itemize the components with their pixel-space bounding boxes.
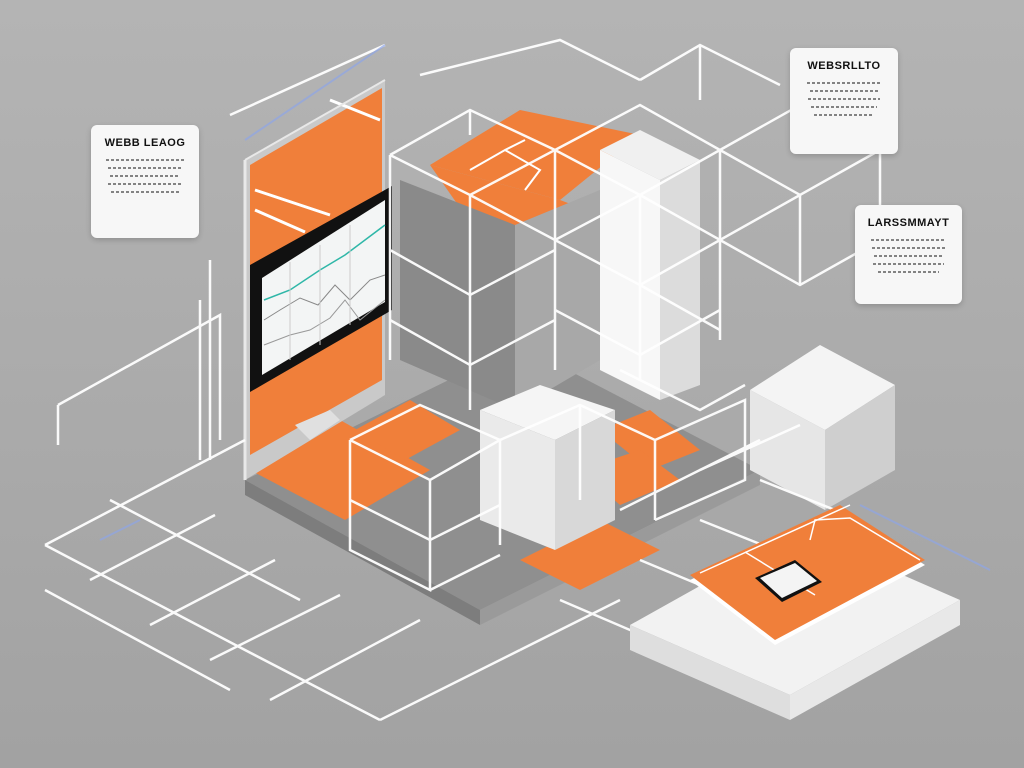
card-text-line (109, 175, 181, 177)
card-text-line (108, 183, 182, 185)
card-text-line (878, 271, 939, 273)
white-column (600, 130, 700, 400)
card-title: WEBSRLLTO (807, 60, 881, 72)
card-title: LARSSMMAYT (867, 217, 950, 229)
orange-tablet (690, 504, 925, 645)
small-device (755, 560, 822, 602)
card-title: WEBB LEAOG (104, 137, 186, 149)
card-text-line (872, 263, 945, 265)
card-text-line (110, 191, 180, 193)
card-text-line (873, 255, 944, 257)
card-text-line (107, 167, 183, 169)
card-text-line (871, 247, 946, 249)
info-card-top-right: WEBSRLLTO (790, 48, 898, 154)
card-text-line (807, 98, 881, 100)
card-text-line (807, 82, 881, 84)
white-cube-right (750, 345, 895, 510)
card-text-line (871, 239, 946, 241)
monitor-chart (263, 224, 386, 360)
glow-lines (99, 44, 991, 571)
card-text-line (814, 114, 874, 116)
card-text-line (809, 90, 879, 92)
recessed-box (400, 180, 600, 410)
info-card-left: WEBB LEAOG (91, 125, 199, 238)
info-card-right: LARSSMMAYT (855, 205, 962, 304)
monitor (250, 186, 392, 440)
card-text-line (106, 159, 184, 161)
card-text-line (810, 106, 878, 108)
